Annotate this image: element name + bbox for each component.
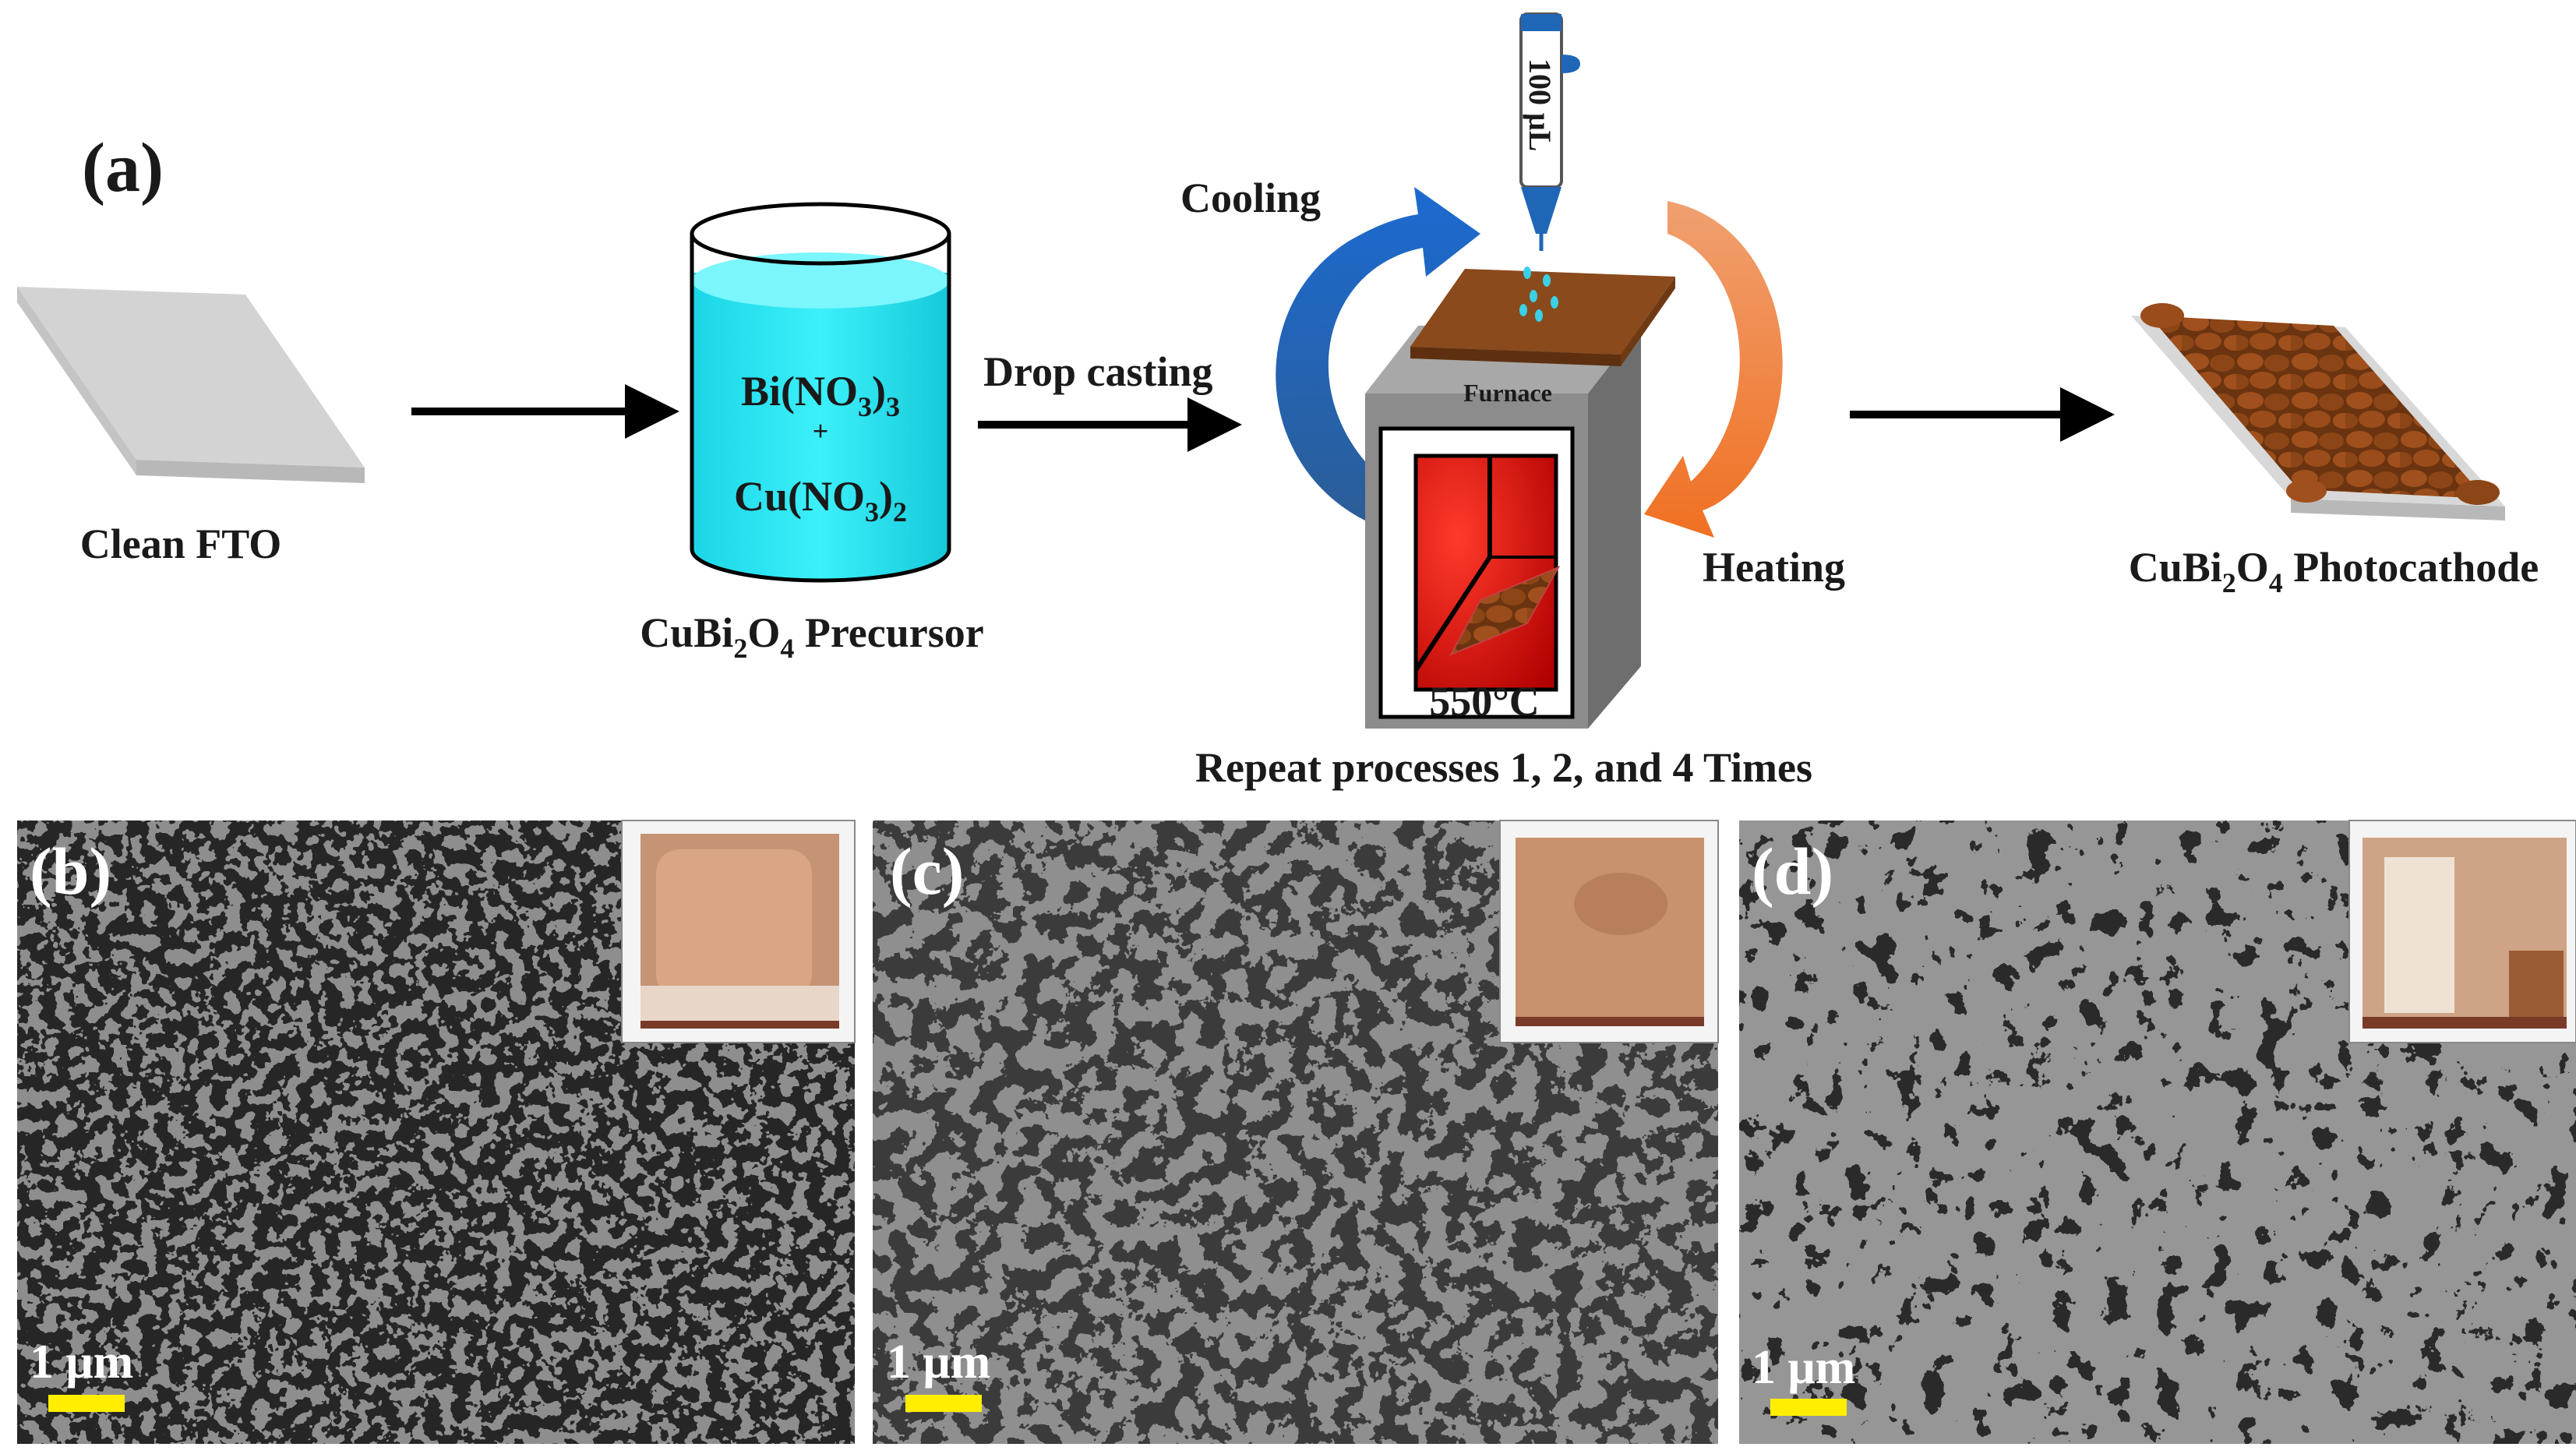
cooling-label: Cooling <box>1180 175 1321 221</box>
pipette-icon <box>1519 12 1580 251</box>
coated-substrate-plate <box>1410 269 1675 366</box>
sample-photo-inset-d <box>2348 820 2576 1043</box>
beaker-cu-nitrate: Cu(NO3)2 <box>734 473 907 528</box>
panel-a: (a) Clean FTO Bi(NO3)3 + Cu(NO3)2 CuBi2O… <box>17 12 2539 791</box>
precursor-label: CuBi2O4 Precursor <box>640 609 983 664</box>
scale-bar-d <box>1770 1399 1847 1416</box>
panel-b-label: (b) <box>30 834 111 909</box>
scale-bar-b <box>48 1395 125 1412</box>
cooling-arrow <box>1276 187 1480 530</box>
scale-label-d: 1 μm <box>1752 1341 1855 1394</box>
sample-photo-inset-b <box>621 820 856 1043</box>
precursor-beaker <box>690 202 951 583</box>
photocathode-label: CuBi2O4 Photocathode <box>2129 544 2539 598</box>
panel-d-label: (d) <box>1752 834 1833 909</box>
sample-photo-inset-c <box>1499 820 1719 1043</box>
heating-arrow <box>1644 201 1783 538</box>
sem-panel-b: (b) 1 μm <box>17 820 856 1444</box>
furnace-label: Furnace <box>1463 379 1552 407</box>
panel-a-label: (a) <box>82 129 164 206</box>
pipette-volume-label: 100 μL <box>1523 58 1558 151</box>
beaker-bi-nitrate: Bi(NO3)3 <box>741 368 900 422</box>
panel-c-label: (c) <box>890 834 964 909</box>
repeat-processes-label: Repeat processes 1, 2, and 4 Times <box>1195 744 1812 791</box>
drop-casting-label: Drop casting <box>983 348 1213 395</box>
clean-fto-slab <box>17 287 365 483</box>
scale-label-c: 1 μm <box>887 1336 990 1389</box>
sem-panel-c: (c) 1 μm <box>873 820 1719 1444</box>
clean-fto-label: Clean FTO <box>80 521 282 567</box>
scale-bar-c <box>905 1395 982 1412</box>
furnace-temperature: 550°C <box>1429 678 1540 725</box>
scale-label-b: 1 μm <box>30 1336 133 1389</box>
droplets-icon <box>1519 266 1558 322</box>
heating-label: Heating <box>1703 544 1845 591</box>
photocathode-slab <box>2131 303 2505 521</box>
sem-panel-d: (d) 1 μm <box>1739 820 2576 1444</box>
beaker-plus: + <box>813 415 829 446</box>
